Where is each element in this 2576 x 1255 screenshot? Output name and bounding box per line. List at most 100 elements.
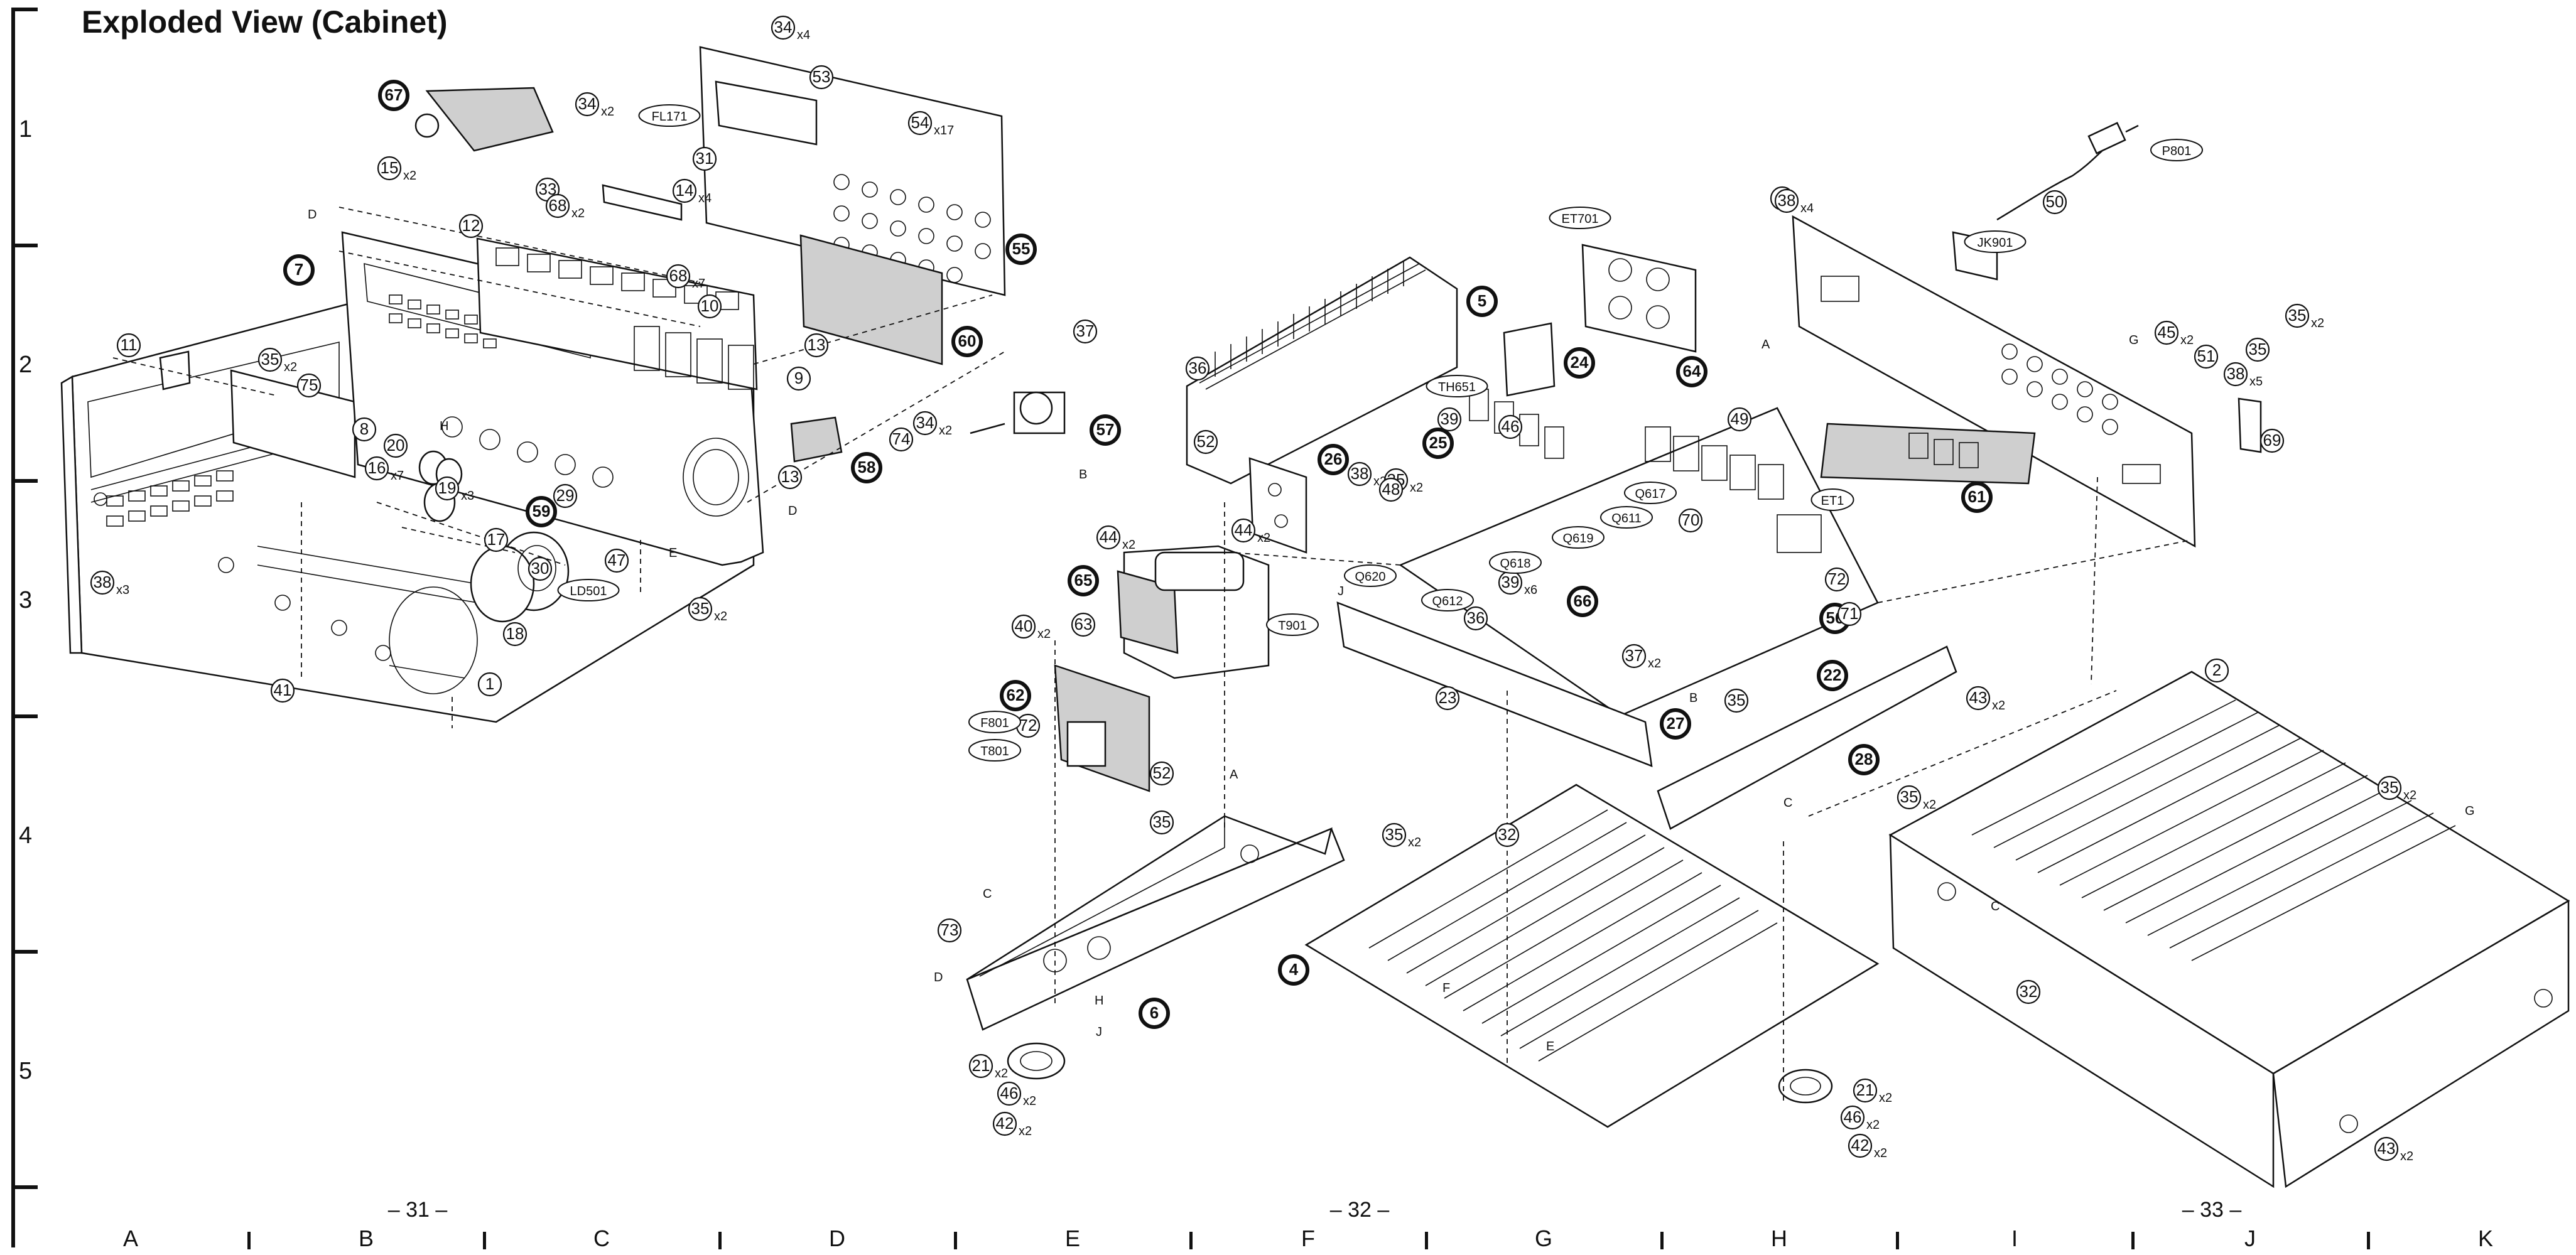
col-separator	[2367, 1232, 2370, 1249]
quantity-label: x7	[692, 277, 705, 291]
row-tick	[11, 950, 38, 954]
quantity-label: x2	[1992, 699, 2005, 713]
callout-number: 35	[691, 599, 710, 618]
callout-number: 59	[533, 502, 551, 520]
col-label-a: A	[122, 1225, 139, 1251]
callout-35-screw: 35	[2245, 337, 2270, 362]
callout-number: 65	[1074, 571, 1093, 590]
assembly-letter-b: B	[1079, 468, 1087, 482]
ref-label-q612: Q612	[1421, 589, 1474, 611]
col-separator	[1425, 1232, 1428, 1249]
left-frame-rule	[11, 8, 15, 1247]
callout-number: 50	[2046, 192, 2064, 211]
callout-70-part: 70	[1678, 508, 1703, 533]
row-tick	[11, 1185, 38, 1189]
callout-25-part: 25	[1422, 428, 1454, 459]
callout-30-part: 30	[528, 556, 553, 581]
quantity-label: x2	[1122, 538, 1135, 552]
quantity-label: x2	[1648, 657, 1661, 671]
callout-1-part: 1	[477, 672, 502, 697]
row-tick	[11, 714, 38, 718]
row-label-3: 3	[19, 587, 33, 613]
assembly-letter-c: C	[1991, 900, 2000, 913]
callout-37-part: 37	[1073, 319, 1098, 344]
callout-number: 54	[911, 113, 929, 132]
callout-number: 53	[813, 67, 831, 86]
callout-28-part: 28	[1848, 744, 1880, 775]
col-label-h: H	[1771, 1225, 1787, 1251]
callout-52-part: 52	[1193, 429, 1218, 455]
frame-top-tick	[11, 8, 38, 11]
callout-number: 44	[1235, 520, 1253, 539]
page-number-32: – 32 –	[1329, 1198, 1390, 1222]
ref-label-text: P801	[2162, 144, 2192, 158]
quantity-label: x2	[1879, 1091, 1892, 1105]
callout-number: 63	[1074, 615, 1093, 633]
callout-35-screw: 35	[1724, 688, 1749, 713]
callout-58-part: 58	[851, 452, 882, 483]
ref-label-ld501: LD501	[557, 579, 620, 601]
ref-label-et1: ET1	[1810, 488, 1854, 511]
callout-29-part: 29	[553, 483, 578, 509]
callout-number: 14	[676, 181, 694, 200]
quantity-label: x4	[698, 191, 712, 205]
callout-9-part: 9	[786, 366, 811, 391]
ref-label-th651: TH651	[1426, 375, 1488, 397]
callout-number: 1	[485, 674, 494, 693]
callout-72-part: 72	[1824, 567, 1849, 592]
assembly-letter-h: H	[440, 419, 448, 433]
callout-number: 22	[1824, 665, 1842, 684]
callout-62-part: 62	[1000, 680, 1031, 711]
callout-number: 35	[2288, 306, 2307, 325]
callout-number: 35	[1728, 691, 1746, 709]
callout-21-part: 21 x2	[1853, 1078, 1892, 1105]
ref-label-text: ET701	[1562, 212, 1599, 226]
callout-number: 39	[1502, 573, 1520, 591]
callout-61-part: 61	[1961, 482, 1993, 513]
callout-number: 75	[300, 375, 318, 394]
ref-label-q618: Q618	[1489, 551, 1542, 574]
ref-label-text: Q617	[1635, 487, 1666, 501]
assembly-letter-c: C	[1783, 796, 1792, 810]
callout-number: 34	[916, 413, 934, 432]
callout-number: 38	[2227, 364, 2245, 383]
callout-number: 34	[578, 94, 597, 113]
callout-number: 17	[487, 530, 506, 549]
callout-73-part: 73	[937, 918, 962, 943]
quantity-label: x2	[1410, 481, 1423, 495]
ref-label-text: Q618	[1500, 557, 1531, 571]
callout-number: 9	[794, 369, 803, 387]
callout-59-part: 59	[526, 496, 557, 527]
callout-number: 32	[1498, 825, 1517, 844]
callout-66-part: 66	[1567, 586, 1598, 617]
callout-number: 42	[996, 1114, 1014, 1133]
callout-number: 57	[1096, 420, 1115, 439]
callout-48-part: 48	[1378, 477, 1404, 502]
row-label-2: 2	[19, 352, 33, 378]
assembly-letter-e: E	[669, 546, 677, 560]
page-number-33: – 33 –	[2182, 1198, 2242, 1222]
callout-number: 21	[1856, 1080, 1875, 1099]
assembly-letter-c: C	[983, 887, 992, 901]
col-separator	[247, 1232, 251, 1249]
quantity-label: x7	[391, 469, 404, 483]
col-separator	[1896, 1232, 1899, 1249]
callout-number: 38	[94, 573, 112, 591]
row-tick	[11, 244, 38, 247]
callout-23-part: 23	[1435, 686, 1460, 711]
callout-number: 27	[1667, 714, 1685, 733]
assembly-letter-b: B	[1689, 691, 1697, 705]
quantity-label: x2	[939, 424, 952, 438]
callout-number: 41	[274, 681, 292, 699]
callout-number: 73	[941, 920, 959, 939]
